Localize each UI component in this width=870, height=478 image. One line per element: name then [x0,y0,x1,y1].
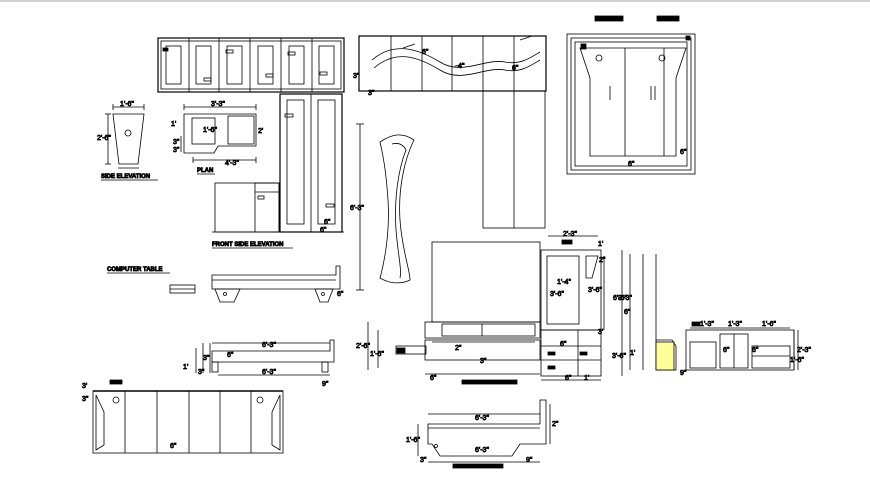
lower-b1-dim: 3" [420,457,427,464]
computer-table-view [169,265,341,303]
corner-top-b-dim: 6" [422,49,429,56]
tall-wardrobe-middle [482,90,546,229]
unit-mid-dim: 6" [723,347,730,354]
corner-left-dim: 3" [82,396,89,403]
dresser-3-dim: 3'-6" [588,287,602,294]
bed-mid-dim: 3" [480,358,487,365]
media-unit-view [685,321,799,371]
panel-left-dim: 3' [598,329,603,336]
bed-headboard-view [367,241,541,385]
desk-left2-dim: 3" [203,355,210,362]
lower-b2-dim: 9" [526,457,533,464]
desk-bottom-dim: 6'-3" [262,369,276,376]
corner-wardrobe-top [358,35,547,92]
bed-left2-dim: 1'-6" [370,351,384,358]
side-r-bottom-dim: 9" [680,370,687,377]
dresser-view [540,235,623,381]
overhead-cabinet-left [157,37,345,93]
top-3-dim: 3" [368,90,375,97]
top-6-dim: 6" [512,65,519,72]
plan-left-lower2-dim: 3" [173,147,180,154]
desk-elevation-view [195,339,335,376]
computer-table-label: COMPUTER TABLE [107,267,163,273]
side-r-2-dim: 3'-3" [618,295,632,302]
bed-left-dim: 2'-6" [356,343,370,350]
plan-label: PLAN [197,168,213,174]
side-elevation-view [105,104,145,169]
lower-bottom-dim: 6'-3" [475,447,489,454]
unit-r2-dim: 1'-6" [790,357,804,364]
wide-mid-dim: 6" [170,443,177,450]
plan-view [180,104,257,163]
plan-bottom-dim: 4'-3" [225,160,239,167]
frame-br-dim: 6" [680,149,687,156]
lower-top-dim: 6'-3" [475,415,489,422]
wide-left-dim: 3' [82,383,87,390]
front-side-elevation-label: FRONT SIDE ELEVATION [212,242,283,248]
unit-mid2-dim: 6" [752,347,759,354]
wardrobe-6-dim: 6" [324,219,331,226]
unit-r1-dim: 2'-3" [797,347,811,354]
side-height-dim: 2'-6" [97,135,111,142]
panel-mid-dim: 6" [560,341,567,348]
dresser-2-dim: 3'-6" [550,291,564,298]
dresser-right-dim: 6'-6" [613,295,627,302]
dresser-1-dim: 1'-4" [557,279,571,286]
framed-wardrobe-view [566,15,696,175]
desk-right-dim: 9" [322,381,329,388]
dresser-4-dim: 2" [599,257,606,264]
tall-wardrobe [278,93,344,233]
panel-top-dim: 1' [598,241,603,248]
dresser-top-dim: 2'-3" [563,231,577,238]
bed-bottom-dim: 6" [430,375,437,382]
side-panel-right [629,254,677,371]
side-width-dim: 1'-6" [120,101,134,108]
plan-right-dim: 2' [258,128,263,135]
unit-top2-dim: 1'-3" [728,321,742,328]
decorative-curve-panel [356,123,415,291]
bed-2-dim: 2" [455,345,462,352]
plan-inner-dim: 1'-6" [203,127,217,134]
unit-top1-dim: 1'-3" [700,321,714,328]
plan-left-dim: 1' [171,121,176,128]
frame-bottom-dim: 6" [628,161,635,168]
lower-desk-view [417,399,551,469]
desk-mid-dim: 6" [227,352,234,359]
unit-top3-dim: 1'-6" [762,321,776,328]
plan-top-dim: 3'-3" [211,101,225,108]
lower-left-dim: 1'-6" [406,437,420,444]
dresser-right2-dim: 6" [624,309,631,316]
top-4-dim: 4" [458,63,465,70]
table-right-dim: 6" [337,291,344,298]
side-elevation-label: SIDE ELEVATION [101,174,150,180]
desk-left3-dim: 3" [198,369,205,376]
side-r-1-dim: 1' [630,350,635,357]
height-6-dim: 6'-3" [350,205,364,212]
plan-left-lower1-dim: 3" [173,139,180,146]
dresser-6-dim: 6" [565,375,572,382]
long-cabinet-view [92,379,284,454]
corner-top-a-dim: 3" [353,73,360,80]
dresser-5-dim: 3'-6" [612,353,626,360]
wardrobe-bottom-dim: 6" [320,227,327,234]
lower-b3-dim: 2" [552,421,559,428]
dresser-7-dim: 1' [584,375,589,382]
desk-left1-dim: 1' [183,364,188,371]
desk-top-dim: 6'-3" [262,342,276,349]
desk-unit-small [212,182,282,233]
